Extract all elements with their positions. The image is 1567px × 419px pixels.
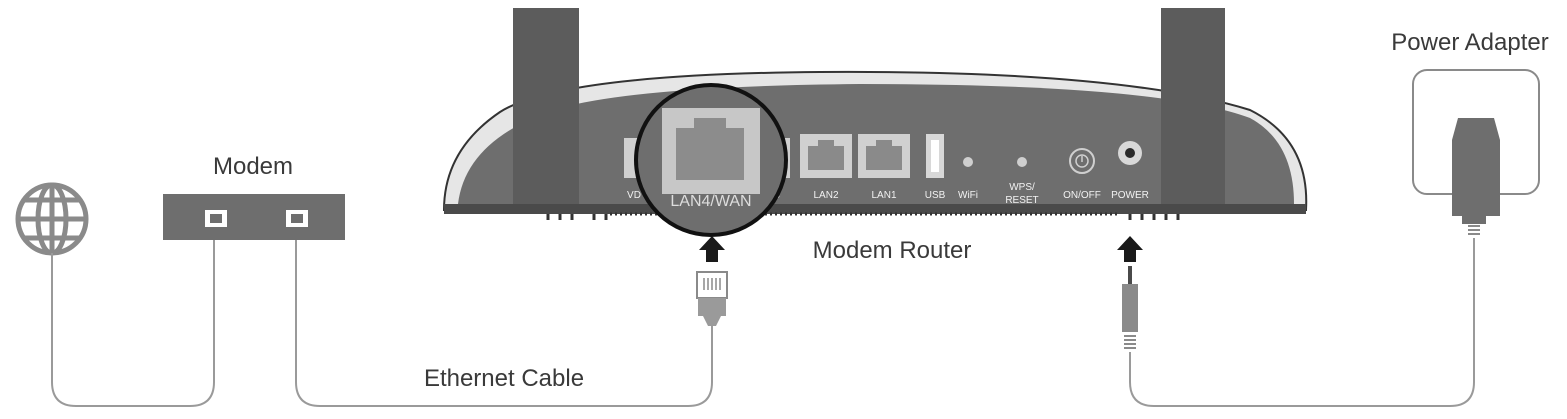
power-adapter-label: Power Adapter <box>1391 29 1548 56</box>
port-label-power: POWER <box>1111 190 1149 201</box>
lan2-port <box>800 134 852 178</box>
port-label-partial: VD <box>627 190 641 201</box>
port-label-usb: USB <box>925 190 946 201</box>
internet-cable <box>51 228 215 407</box>
power-adapter <box>1412 69 1540 235</box>
power-plug <box>1122 266 1138 349</box>
power-cable-line <box>1129 238 1475 407</box>
port-label-lan2: LAN2 <box>813 190 838 201</box>
port-label-lan1: LAN1 <box>871 190 896 201</box>
modem-router-label: Modem Router <box>813 237 972 264</box>
cables <box>51 228 1475 407</box>
port-label-wps: WPS/ <box>1009 182 1035 193</box>
wifi-button <box>963 157 973 167</box>
lan4-wan-magnifier: LAN4/WAN <box>634 83 788 237</box>
up-arrow-icon <box>699 236 725 262</box>
power-switch <box>1069 148 1095 174</box>
modem <box>163 194 345 240</box>
modem-label: Modem <box>213 153 293 180</box>
ethernet-cable-line <box>295 228 713 407</box>
modem-router <box>442 8 1308 220</box>
ethernet-cable-label: Ethernet Cable <box>424 365 584 392</box>
lan1-port <box>858 134 910 178</box>
port-label-onoff: ON/OFF <box>1063 190 1101 201</box>
globe-icon <box>15 182 89 256</box>
port-label-wifi: WiFi <box>958 190 978 201</box>
up-arrow-icon <box>1117 236 1143 262</box>
power-jack <box>1118 141 1142 165</box>
port-label-reset: RESET <box>1005 195 1038 206</box>
ethernet-connector <box>696 271 728 326</box>
wps-reset-button <box>1017 157 1027 167</box>
lan4-wan-label: LAN4/WAN <box>670 193 751 210</box>
